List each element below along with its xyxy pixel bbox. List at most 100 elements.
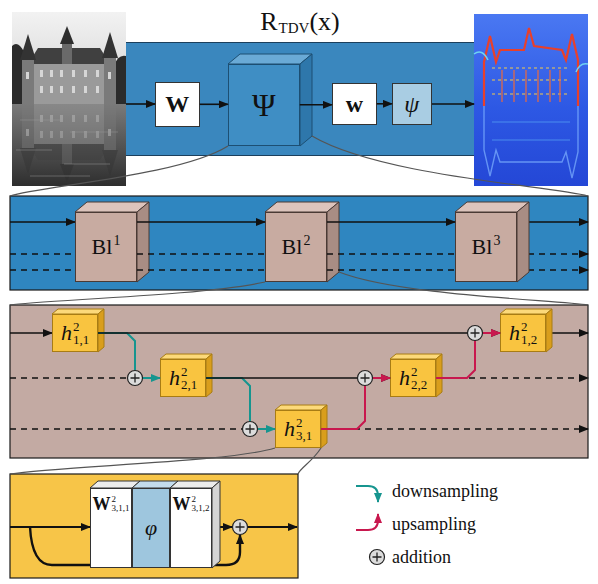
cube-face bbox=[436, 354, 442, 397]
cube-face bbox=[300, 54, 312, 146]
addition-symbol bbox=[468, 326, 483, 341]
feature-line bbox=[137, 253, 265, 255]
feature-cube: h22,1 bbox=[160, 359, 206, 397]
script-stack: 1 bbox=[113, 234, 120, 261]
activation-slab: φ bbox=[132, 488, 170, 568]
symbol-label: R bbox=[260, 9, 277, 35]
legend-label: downsampling bbox=[392, 481, 498, 501]
cube-face bbox=[275, 405, 327, 410]
cube-face bbox=[327, 202, 339, 282]
symbol-label: φ bbox=[145, 517, 157, 539]
symbol-label: h bbox=[399, 367, 410, 389]
legend-downsampling-symbol bbox=[356, 486, 378, 502]
cube-face bbox=[228, 54, 312, 64]
upsampling-arrow bbox=[436, 333, 500, 378]
zoom-lines bbox=[10, 136, 588, 474]
spacer bbox=[113, 248, 120, 261]
superscript-label: 2 bbox=[521, 320, 537, 333]
script-stack: 23,1,2 bbox=[192, 495, 210, 513]
symbol-label: Bl bbox=[92, 236, 113, 258]
feature-line bbox=[327, 269, 455, 271]
spacer bbox=[493, 248, 500, 261]
label-group: φ bbox=[145, 517, 157, 539]
legend-label: upsampling bbox=[392, 514, 476, 534]
flow-line bbox=[10, 269, 75, 271]
cube-face bbox=[390, 354, 442, 359]
cube-face bbox=[546, 309, 552, 352]
label-group: h22,1 bbox=[169, 365, 197, 391]
flow-line bbox=[10, 332, 52, 334]
block-band bbox=[10, 196, 588, 290]
symbol-label: W bbox=[173, 495, 191, 513]
cube-face bbox=[265, 202, 339, 212]
subscript-label: 1,1 bbox=[73, 333, 89, 346]
superscript-label: 2 bbox=[112, 495, 130, 504]
symbol-label: ψ bbox=[404, 92, 419, 116]
feature-line bbox=[327, 253, 455, 255]
cube-face bbox=[90, 481, 140, 488]
weight-slab: W23,1,1 bbox=[90, 488, 132, 568]
label-group: W23,1,1 bbox=[93, 495, 130, 513]
cube-face bbox=[455, 202, 529, 212]
addition-symbol bbox=[233, 520, 248, 535]
label-group: h22,2 bbox=[399, 365, 427, 391]
subscript-label: 3,1 bbox=[296, 429, 312, 442]
flow-arrow bbox=[200, 103, 228, 105]
superscript-label: 2 bbox=[192, 495, 210, 504]
addition-symbol bbox=[128, 371, 143, 386]
cube-face bbox=[137, 202, 149, 282]
flow-arrow bbox=[300, 104, 332, 106]
label-group: h21,1 bbox=[61, 320, 89, 346]
symbol-label: Ψ bbox=[252, 89, 276, 121]
legend-addition-symbol bbox=[370, 550, 385, 565]
cube-face bbox=[52, 309, 104, 314]
label-group: h23,1 bbox=[284, 416, 312, 442]
subscript-label: 2,1 bbox=[181, 378, 197, 391]
cube-face bbox=[132, 481, 178, 488]
feature-cube: h21,1 bbox=[52, 314, 98, 352]
label-group: Bl3 bbox=[472, 234, 501, 261]
upsampling-arrow bbox=[321, 378, 390, 429]
label-group: w bbox=[346, 92, 363, 116]
cube-face bbox=[75, 202, 149, 212]
residual-detail-panel bbox=[10, 474, 298, 578]
flow-arrow bbox=[98, 332, 500, 334]
subscript-label: 3,1,1 bbox=[112, 504, 130, 513]
cube-face bbox=[98, 309, 104, 352]
symbol-label: w bbox=[346, 92, 363, 116]
flow-line bbox=[321, 428, 588, 430]
downsampling-arrow bbox=[98, 333, 160, 378]
spacer bbox=[303, 248, 310, 261]
label-group: Bl1 bbox=[92, 234, 121, 261]
symbol-label: W bbox=[165, 92, 189, 116]
downsampling-arrow bbox=[206, 378, 275, 429]
label-group: h21,2 bbox=[509, 320, 537, 346]
block-detail-panel bbox=[10, 305, 588, 458]
flow-arrow bbox=[137, 221, 265, 223]
superscript-label: 3 bbox=[493, 234, 500, 248]
block-cube: Bl1 bbox=[75, 212, 137, 282]
input-photo bbox=[12, 12, 126, 186]
superscript-label: 2 bbox=[303, 234, 310, 248]
flow-line bbox=[517, 253, 588, 255]
legend-entry: upsampling bbox=[392, 514, 476, 535]
script-stack: 21,1 bbox=[73, 320, 89, 346]
feature-line bbox=[137, 269, 265, 271]
block-cube: Bl3 bbox=[455, 212, 517, 282]
symbol-label: W bbox=[93, 495, 111, 513]
legend-label: addition bbox=[392, 547, 451, 567]
flow-line bbox=[212, 526, 232, 528]
script-stack: 21,2 bbox=[521, 320, 537, 346]
weight-box: W bbox=[155, 82, 200, 127]
script-stack: 22,2 bbox=[411, 365, 427, 391]
superscript-label: 2 bbox=[73, 320, 89, 333]
superscript-label: 1 bbox=[113, 234, 120, 248]
label-group: W23,1,2 bbox=[173, 495, 210, 513]
label-group: RTDV(x) bbox=[97, 7, 503, 36]
addition-symbol bbox=[358, 371, 373, 386]
legend-entry: downsampling bbox=[392, 481, 498, 502]
symbol-label: h bbox=[284, 418, 295, 440]
